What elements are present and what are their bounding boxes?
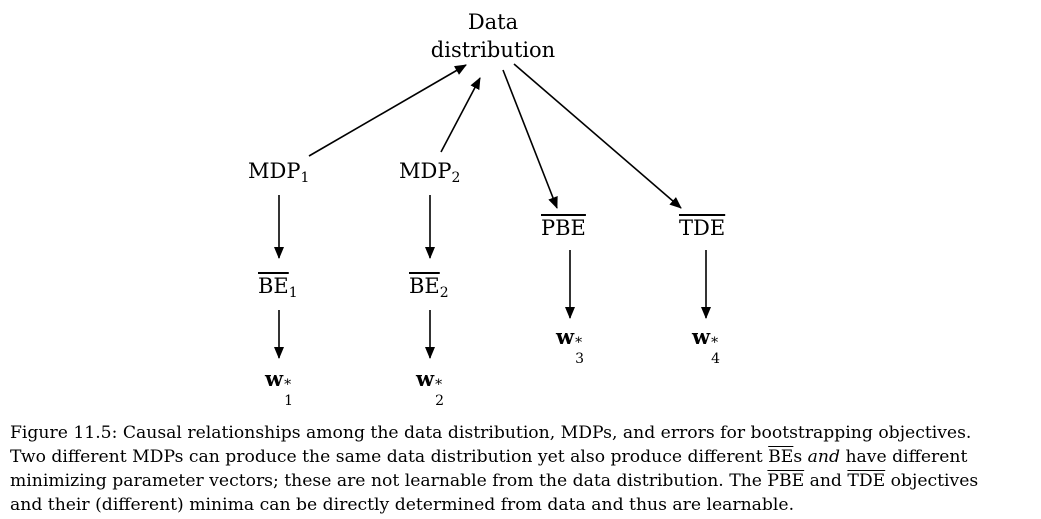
caption-be-term: BE (768, 447, 794, 467)
node-mdp2: MDP2 (399, 159, 461, 186)
be1-label: BE (258, 274, 289, 298)
node-w4: w*4 (692, 324, 720, 366)
w4-subscript: 4 (711, 351, 720, 367)
node-tde: TDE (679, 218, 725, 239)
caption-and-emphasis: and (807, 447, 840, 467)
mdp2-label: MDP (399, 159, 452, 183)
figure-caption: Figure 11.5: Causal relationships among … (10, 421, 1034, 517)
mdp1-subscript: 1 (300, 170, 310, 186)
mdp2-subscript: 2 (451, 170, 461, 186)
data-distribution-line2: distribution (430, 38, 556, 62)
caption-line-3-e: objectives (885, 471, 979, 491)
w4-superscript: * (711, 335, 719, 351)
w2-subscript: 2 (435, 393, 444, 409)
arrow-mdp2-to-data (440, 77, 481, 153)
node-pbe: PBE (541, 218, 586, 239)
caption-line-2-c: s (793, 447, 808, 467)
be1-subscript: 1 (288, 285, 298, 301)
w3-label: w (556, 324, 575, 349)
w4-label: w (692, 324, 711, 349)
node-w2: w*2 (416, 366, 444, 408)
caption-line-4: and their (different) minima can be dire… (10, 495, 795, 515)
node-data-distribution: Data distribution (430, 8, 556, 64)
caption-line-3: minimizing parameter vectors; these are … (10, 469, 1034, 493)
caption-line-1: Figure 11.5: Causal relationships among … (10, 423, 972, 443)
data-distribution-line1: Data (467, 10, 519, 34)
mdp1-label: MDP (248, 159, 301, 183)
caption-line-2-a: Two different MDPs can produce the same … (10, 447, 769, 467)
tde-label: TDE (679, 216, 726, 240)
caption-line-2-e: have different (839, 447, 968, 467)
caption-tde-term: TDE (847, 471, 886, 491)
w2-superscript: * (435, 377, 443, 393)
caption-line-3-a: minimizing parameter vectors; these are … (10, 471, 768, 491)
w3-superscript: * (575, 335, 583, 351)
node-mdp1: MDP1 (248, 159, 310, 186)
be2-subscript: 2 (439, 285, 449, 301)
w1-superscript: * (284, 377, 292, 393)
node-w3: w*3 (556, 324, 584, 366)
node-w1: w*1 (265, 366, 293, 408)
w3-subscript: 3 (575, 351, 584, 367)
be2-label: BE (409, 274, 440, 298)
pbe-label: PBE (541, 216, 586, 240)
caption-pbe-term: PBE (767, 471, 805, 491)
caption-line-3-c: and (804, 471, 848, 491)
w1-label: w (265, 366, 284, 391)
caption-line-2: Two different MDPs can produce the same … (10, 445, 1034, 469)
node-be2: BE2 (409, 274, 449, 301)
w2-label: w (416, 366, 435, 391)
arrow-data-to-pbe (502, 69, 558, 209)
arrow-mdp1-to-data (308, 64, 467, 157)
node-be1: BE1 (258, 274, 298, 301)
w1-subscript: 1 (284, 393, 293, 409)
arrow-data-to-tde (513, 63, 682, 209)
